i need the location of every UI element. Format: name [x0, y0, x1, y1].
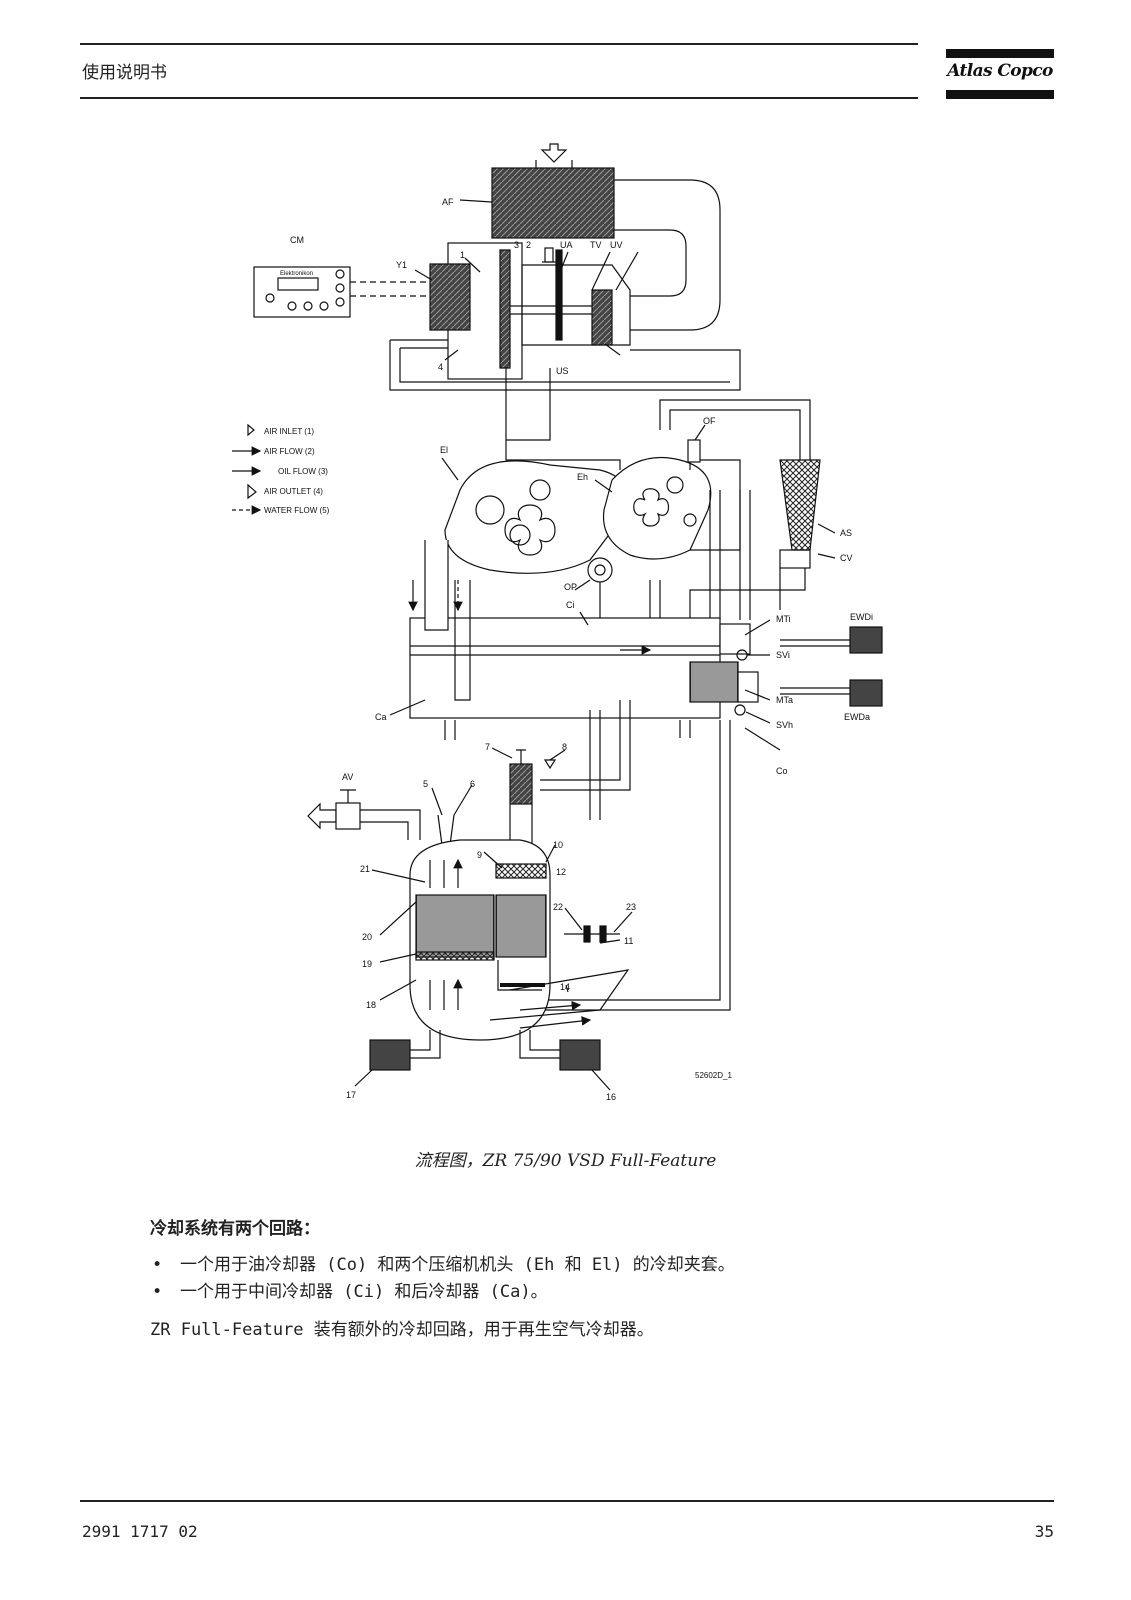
label-19: 19: [362, 959, 372, 969]
footer-rule: [80, 1500, 1054, 1502]
label-ci: Ci: [566, 600, 575, 610]
list-item: • 一个用于中间冷却器 (Ci) 和后冷却器 (Ca)。: [150, 1279, 735, 1306]
label-2: 2: [526, 240, 531, 250]
label-20: 20: [362, 932, 372, 942]
legend-oil-flow: OIL FLOW (3): [278, 467, 328, 476]
page-header-title: 使用说明书: [82, 63, 167, 83]
label-10: 10: [553, 840, 563, 850]
label-us: US: [556, 366, 569, 376]
label-svi: SVi: [776, 650, 790, 660]
bullet-symbol: •: [152, 1255, 163, 1275]
label-elektronikon: Elektronikon: [280, 271, 313, 277]
label-figure-ref: 52602D_1: [695, 1071, 732, 1080]
label-6: 6: [470, 779, 475, 789]
label-3: 3: [514, 240, 519, 250]
label-ewda: EWDa: [844, 712, 870, 722]
label-23: 23: [626, 902, 636, 912]
label-17: 17: [346, 1090, 356, 1100]
label-ca: Ca: [375, 712, 387, 722]
label-4: 4: [438, 362, 443, 372]
label-8: 8: [562, 742, 567, 752]
label-eh: Eh: [577, 472, 588, 482]
list-item-text: 一个用于中间冷却器 (Ci) 和后冷却器 (Ca)。: [180, 1282, 548, 1302]
section-title: 冷却系统有两个回路：: [150, 1219, 320, 1239]
legend-air-inlet: AIR INLET (1): [264, 427, 314, 436]
bullet-symbol: •: [152, 1282, 163, 1302]
page-number: 35: [1034, 1522, 1054, 1541]
label-el: El: [440, 445, 448, 455]
bullet-list: • 一个用于油冷却器 (Co) 和两个压缩机机头 (Eh 和 El) 的冷却夹套…: [150, 1252, 735, 1306]
label-18: 18: [366, 1000, 376, 1010]
label-22: 22: [553, 902, 563, 912]
flow-diagram: AF CM Elektronikon Y1 1 2 3 UA TV UV 4 U…: [232, 143, 883, 1102]
label-ewdi: EWDi: [850, 612, 873, 622]
label-of: OF: [703, 416, 716, 426]
label-11: 11: [624, 936, 633, 946]
list-item: • 一个用于油冷却器 (Co) 和两个压缩机机头 (Eh 和 El) 的冷却夹套…: [150, 1252, 735, 1279]
label-svh: SVh: [776, 720, 793, 730]
figure-caption: 流程图，ZR 75/90 VSD Full-Feature: [414, 1151, 717, 1171]
label-cv: CV: [840, 553, 853, 563]
label-21: 21: [360, 864, 370, 874]
label-mti: MTi: [776, 614, 791, 624]
label-tv: TV: [590, 240, 602, 250]
label-av: AV: [342, 772, 353, 782]
label-af: AF: [442, 197, 454, 207]
label-16: 16: [606, 1092, 616, 1102]
label-y1: Y1: [396, 260, 407, 270]
header-bottom-rule: [80, 97, 918, 99]
legend-air-flow: AIR FLOW (2): [264, 447, 315, 456]
body-note: ZR Full-Feature 装有额外的冷却回路，用于再生空气冷却器。: [150, 1320, 654, 1340]
logo-text: Atlas Copco: [947, 61, 1053, 81]
label-9: 9: [477, 850, 482, 860]
label-cm: CM: [290, 235, 304, 245]
atlas-copco-logo: Atlas Copco: [946, 49, 1054, 99]
label-ua: UA: [560, 240, 573, 250]
legend-water-flow: WATER FLOW (5): [264, 506, 330, 515]
label-7: 7: [485, 742, 490, 752]
label-mta: MTa: [776, 695, 793, 705]
label-1: 1: [460, 250, 465, 260]
legend-air-outlet: AIR OUTLET (4): [264, 487, 323, 496]
label-as: AS: [840, 528, 852, 538]
label-co: Co: [776, 766, 788, 776]
header-top-rule: [80, 43, 918, 45]
label-op: OP: [564, 582, 577, 592]
label-uv: UV: [610, 240, 623, 250]
label-5: 5: [423, 779, 428, 789]
document-number: 2991 1717 02: [82, 1522, 198, 1541]
list-item-text: 一个用于油冷却器 (Co) 和两个压缩机机头 (Eh 和 El) 的冷却夹套。: [180, 1255, 735, 1275]
label-12: 12: [556, 867, 566, 877]
label-14: 14: [560, 982, 570, 992]
